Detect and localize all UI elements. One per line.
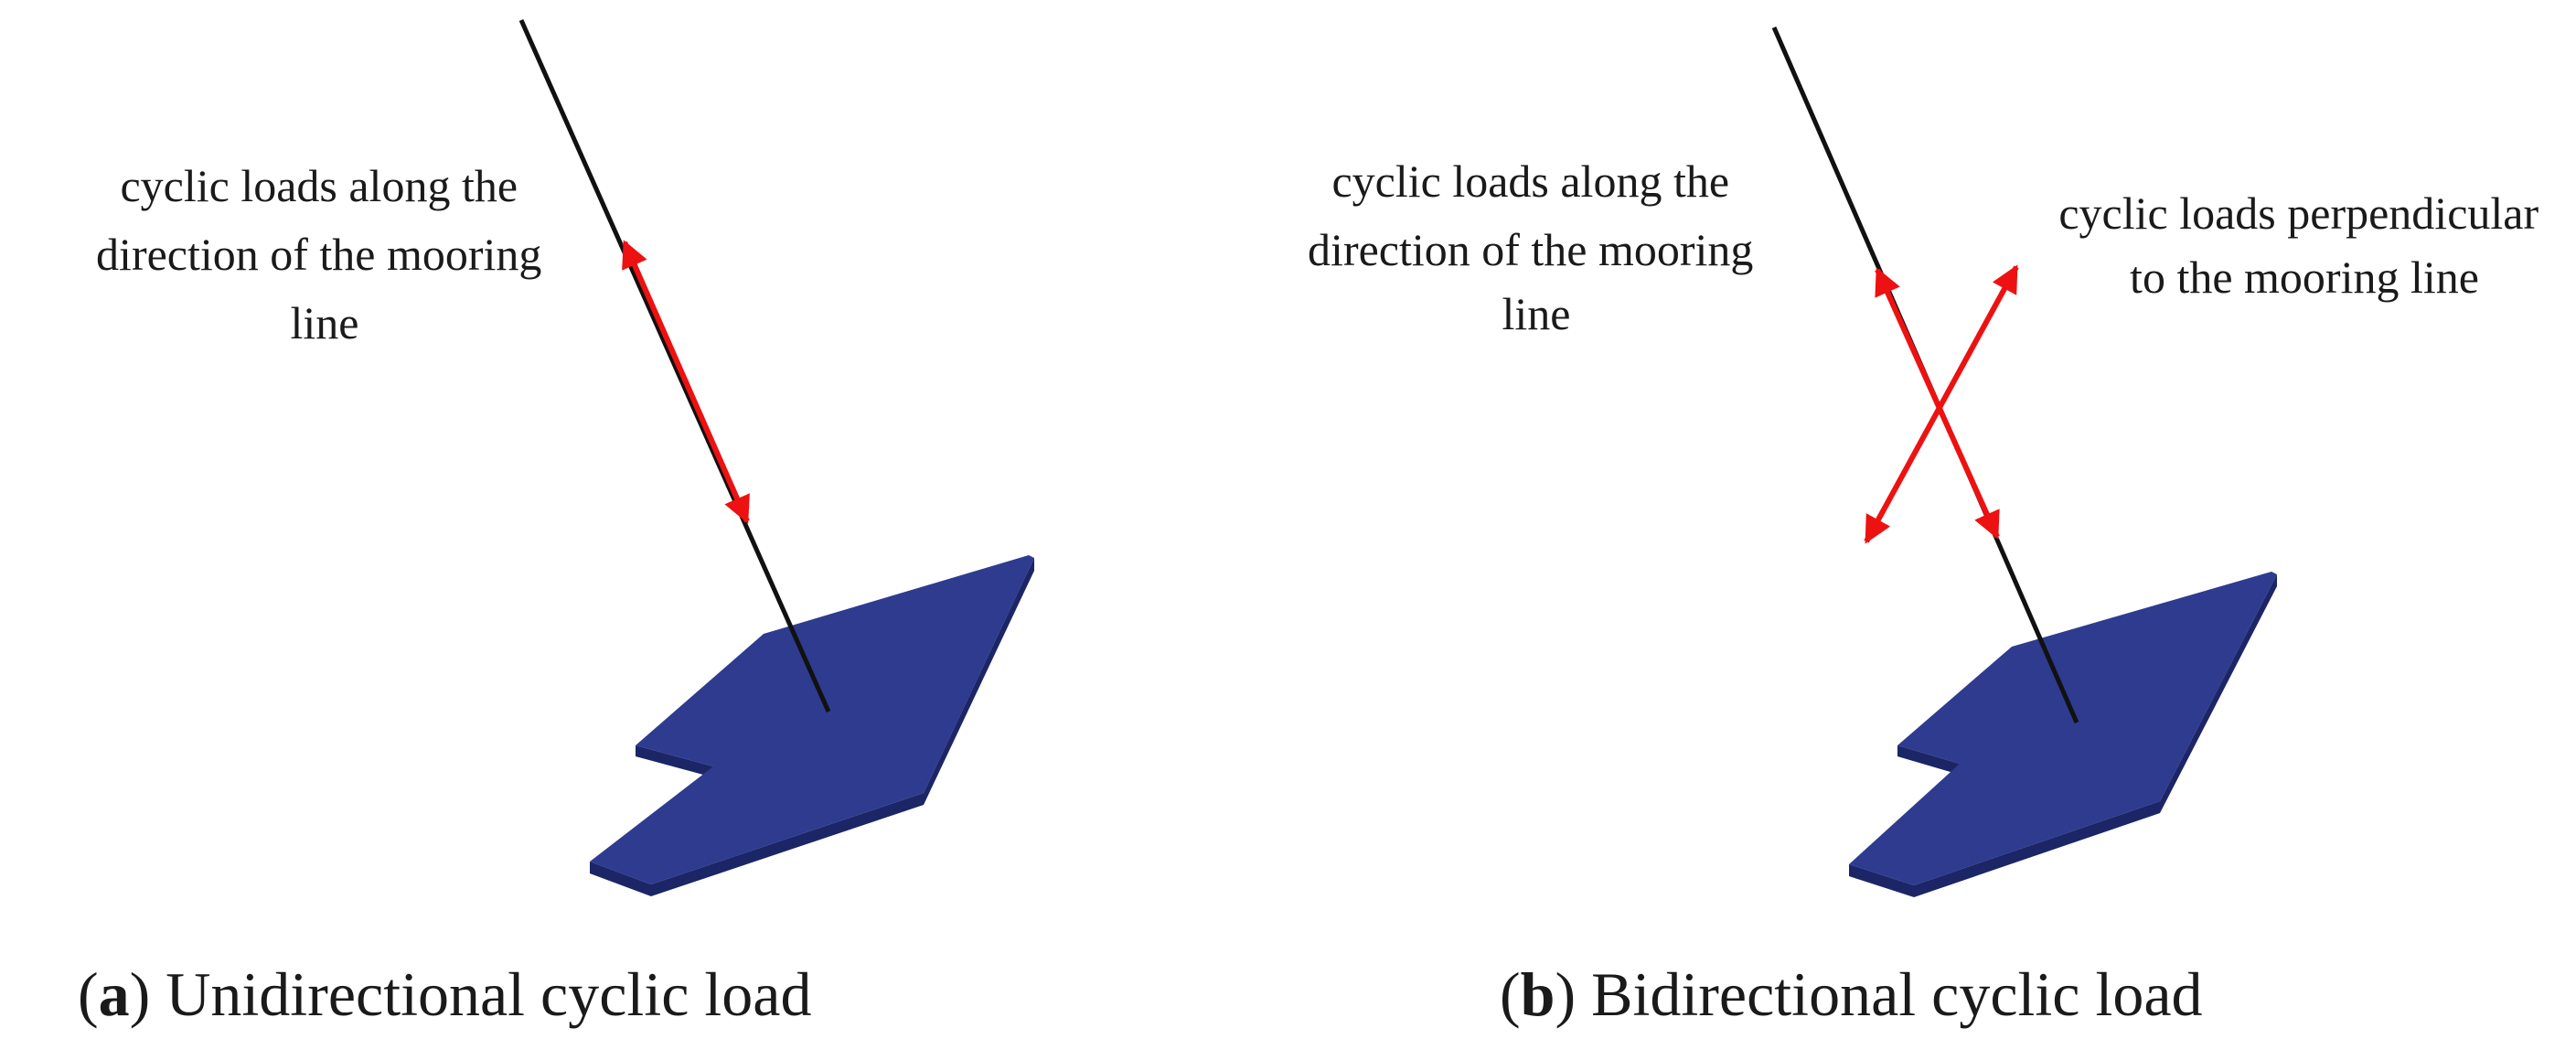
label-line: cyclic loads perpendicular [2058,187,2539,239]
label-along-line: cyclic loads along the direction of the … [96,160,553,348]
caption-text: ) Bidirectional cyclic load [1555,959,2202,1029]
label-line: direction of the mooring [1308,224,1753,275]
label-along-line: cyclic loads along the direction of the … [1308,155,1765,339]
anchor-plate-edge [2160,574,2277,813]
load-arrow-along-line [1875,267,2000,540]
anchor-plate [1849,572,2277,885]
anchor-plate-edge [1897,745,1960,775]
label-line: line [291,297,359,348]
caption-letter: a [99,959,130,1029]
label-line: direction of the mooring [96,229,541,280]
caption-letter: b [1521,959,1555,1029]
label-line: cyclic loads along the [120,160,518,211]
label-perpendicular: cyclic loads perpendicular to the moorin… [2058,187,2549,303]
panel-b: cyclic loads along the direction of the … [1308,27,2549,1029]
load-arrow-along-line [622,240,750,524]
caption-b: (b) Bidirectional cyclic load [1500,959,2203,1029]
label-line: to the mooring line [2130,252,2479,303]
caption-text: ) Unidirectional cyclic load [130,959,812,1029]
anchor-plate-edge [924,558,1034,805]
label-line: cyclic loads along the [1331,155,1729,207]
load-arrow-perpendicular [1864,264,2019,544]
anchor-plate-edge [636,745,713,777]
caption-a: (a) Unidirectional cyclic load [78,959,811,1029]
panel-a: cyclic loads along the direction of the … [78,18,1034,1029]
caption-paren: ( [1500,959,1521,1029]
anchor-plate [590,555,1034,884]
caption-paren: ( [78,959,99,1029]
label-line: line [1502,288,1571,339]
mooring-line [518,18,831,713]
